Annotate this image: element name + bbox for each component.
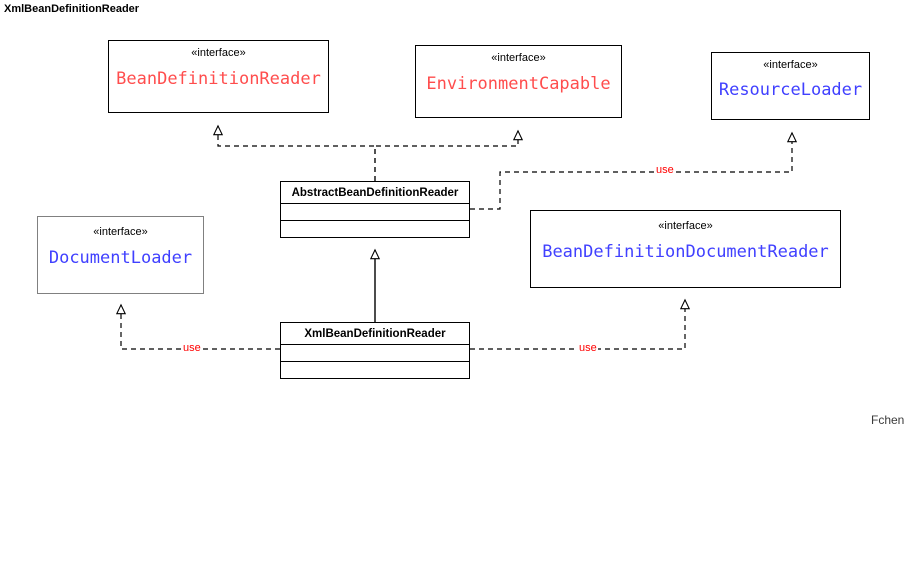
watermark: Fchen bbox=[871, 413, 905, 427]
page-title: XmlBeanDefinitionReader bbox=[4, 3, 140, 15]
class-attributes-compartment bbox=[281, 204, 469, 221]
stereotype-label: «interface» bbox=[658, 220, 713, 232]
node-xml-bean-definition-reader[interactable]: XmlBeanDefinitionReader bbox=[280, 322, 470, 379]
stereotype-label: «interface» bbox=[191, 47, 246, 59]
edge-abs-realizes-environment-capable bbox=[374, 131, 518, 181]
class-operations-compartment bbox=[281, 362, 469, 378]
class-title: XmlBeanDefinitionReader bbox=[281, 323, 469, 346]
node-title: EnvironmentCapable bbox=[426, 74, 611, 94]
stereotype-label: «interface» bbox=[763, 59, 818, 71]
class-attributes-compartment bbox=[281, 345, 469, 362]
class-operations-compartment bbox=[281, 221, 469, 237]
node-title: DocumentLoader bbox=[48, 248, 193, 268]
edge-label-use-document-loader: use bbox=[182, 342, 202, 354]
node-bean-definition-document-reader[interactable]: «interface» BeanDefinitionDocumentReader bbox=[530, 210, 841, 288]
node-resource-loader[interactable]: «interface» ResourceLoader bbox=[711, 52, 870, 120]
stereotype-label: «interface» bbox=[491, 52, 546, 64]
edge-abs-realizes-bean-definition-reader bbox=[218, 126, 376, 181]
edge-abs-uses-resource-loader bbox=[470, 133, 792, 210]
node-abstract-bean-definition-reader[interactable]: AbstractBeanDefinitionReader bbox=[280, 181, 470, 238]
class-title: AbstractBeanDefinitionReader bbox=[281, 182, 469, 205]
node-title: BeanDefinitionReader bbox=[116, 69, 321, 89]
edge-label-use-bean-definition-document-reader: use bbox=[578, 342, 598, 354]
edge-label-use-resource-loader: use bbox=[655, 164, 675, 176]
stereotype-label: «interface» bbox=[93, 226, 148, 238]
node-bean-definition-reader[interactable]: «interface» BeanDefinitionReader bbox=[108, 40, 329, 113]
node-title: BeanDefinitionDocumentReader bbox=[542, 242, 829, 262]
node-document-loader[interactable]: «interface» DocumentLoader bbox=[37, 216, 204, 294]
node-environment-capable[interactable]: «interface» EnvironmentCapable bbox=[415, 45, 622, 118]
node-title: ResourceLoader bbox=[718, 80, 863, 100]
